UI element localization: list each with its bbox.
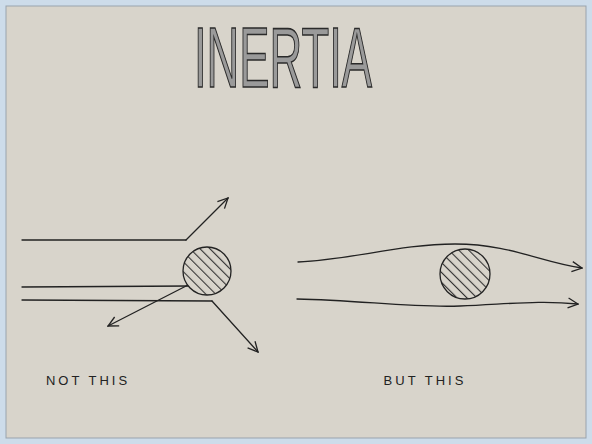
collision-sketch — [22, 198, 258, 352]
streamline — [297, 299, 578, 306]
flow-sketch — [297, 244, 582, 306]
hatched-ball — [440, 249, 490, 299]
slide-panel — [6, 6, 586, 438]
bounce-arrow — [108, 284, 190, 326]
bounce-arrow — [186, 198, 228, 240]
sketch-caption: NOT THIS — [46, 373, 130, 389]
streamline — [298, 244, 582, 268]
hatched-ball — [183, 247, 231, 295]
incoming-line — [22, 239, 186, 240]
incoming-line — [22, 300, 212, 301]
bounce-arrow — [212, 301, 258, 352]
slide-title: INERTIA — [194, 14, 372, 100]
sketch-caption: BUT THIS — [384, 373, 467, 389]
incoming-line — [22, 286, 190, 287]
